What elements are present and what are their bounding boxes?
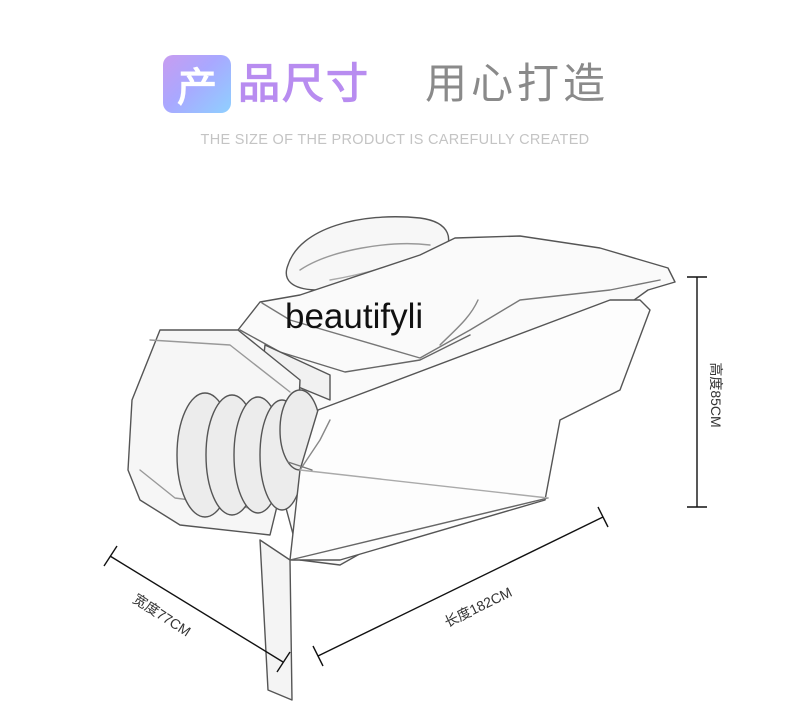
height-dimension-line: [687, 276, 707, 508]
watermark-text: beautifyli: [285, 297, 424, 336]
subtitle: THE SIZE OF THE PRODUCT IS CAREFULLY CRE…: [200, 132, 590, 148]
title-badge: 产: [163, 55, 231, 113]
length-dimension-line: [312, 506, 609, 667]
side-panel: [287, 299, 651, 561]
width-dimension-line: [103, 545, 291, 673]
height-label: 高度85CM: [708, 362, 724, 428]
front-base: [259, 539, 293, 701]
title-highlight: 品尺寸: [238, 59, 371, 108]
header: 产 品尺寸 用心打造 THE SIZE OF THE PRODUCT IS CA…: [0, 0, 790, 170]
leg-rollers: [176, 389, 321, 518]
title-rest: 用心打造: [425, 59, 610, 108]
